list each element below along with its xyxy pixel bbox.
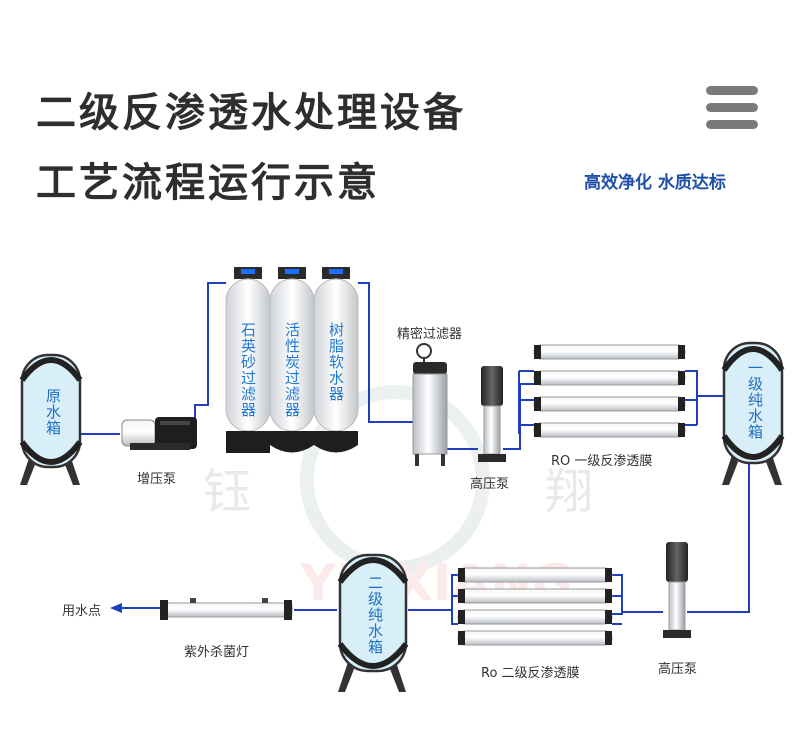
secondary-tank-label: 二级纯水箱 [366,575,384,655]
watermark-char-1: 钰 [203,464,251,520]
raw-water-tank [19,353,83,485]
activated-carbon-filter [269,267,315,453]
uv-sterilizer [160,598,293,620]
raw-tank-label: 原水箱 [44,388,62,436]
booster-pump-label: 增压泵 [137,472,177,487]
slogan: 高效净化 水质达标 [584,173,726,193]
ro-stage2-membranes [457,567,613,646]
title-line-1: 二级反渗透水处理设备 [36,90,466,136]
ro-stage1-label: RO 一级反渗透膜 [551,454,653,469]
title-line-2: 工艺流程运行示意 [36,160,380,206]
quartz-sand-filter [225,267,271,453]
high-pressure-pump-1-label: 高压泵 [470,477,510,492]
precision-filter [412,343,448,466]
high-pressure-pump-1 [478,366,506,462]
carbon-filter-label: 活性炭过滤器 [283,322,301,418]
outlet-label: 用水点 [62,604,102,619]
ro-stage2-label: Ro 二级反渗透膜 [481,666,580,681]
outlet-arrow-icon [110,603,122,613]
high-pressure-pump-2-label: 高压泵 [658,662,698,677]
pipes [80,282,750,625]
booster-pump [121,417,197,450]
precision-filter-label: 精密过滤器 [397,327,463,342]
ro-stage1-membranes [533,344,686,438]
primary-pure-water-tank [721,341,785,485]
resin-softener [313,267,359,453]
watermark-char-2: 翔 [545,464,593,520]
quartz-filter-label: 石英砂过滤器 [239,322,257,418]
secondary-pure-water-tank [337,553,409,692]
primary-tank-label: 一级纯水箱 [746,360,764,440]
softener-label: 树脂软水器 [327,322,345,402]
uv-sterilizer-label: 紫外杀菌灯 [184,645,250,660]
high-pressure-pump-2 [663,542,691,638]
